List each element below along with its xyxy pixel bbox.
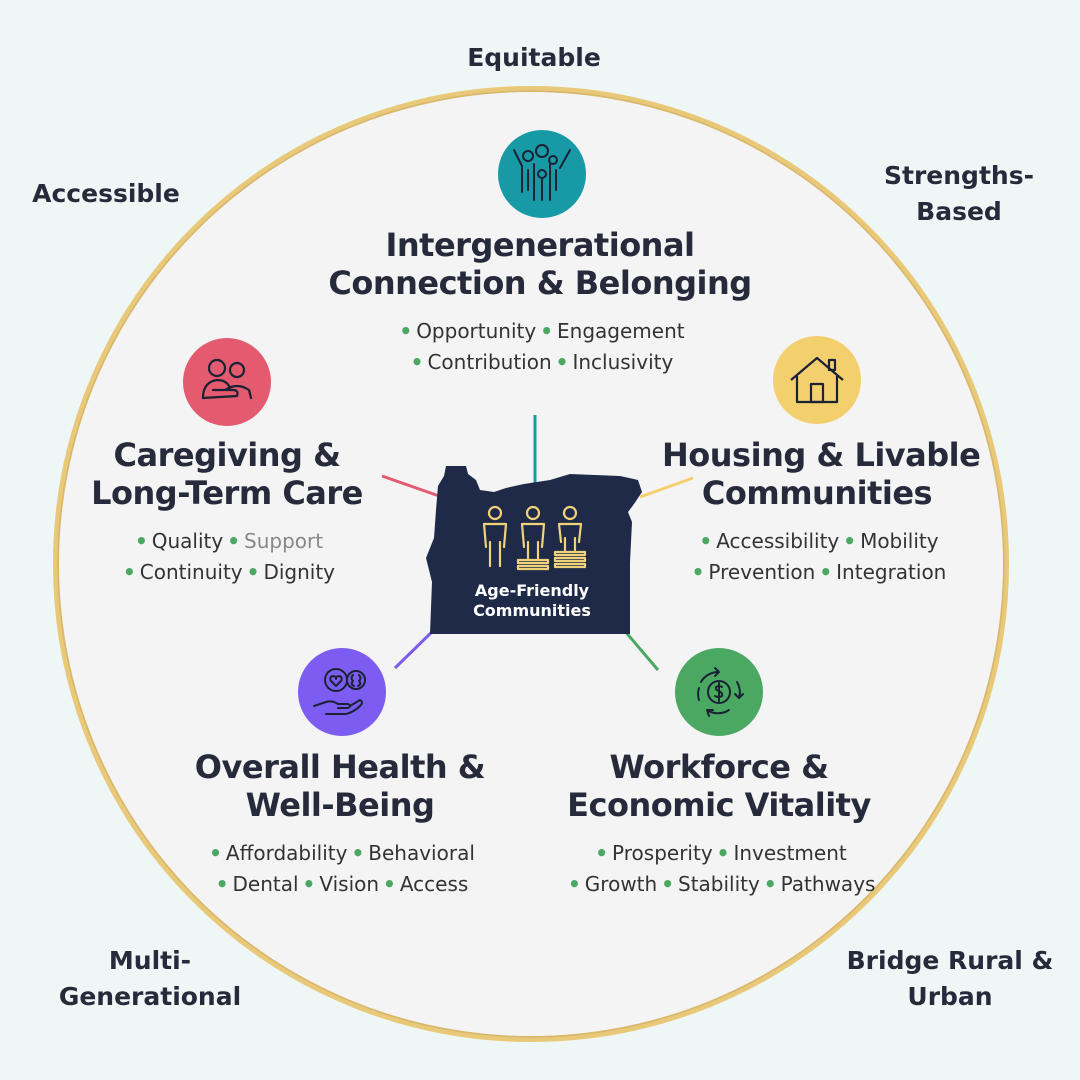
- pillar-workforce: Workforce & Economic Vitality •Prosperit…: [564, 748, 876, 900]
- pillar-title: Workforce & Economic Vitality: [567, 748, 871, 824]
- connector-bottom-right: [622, 629, 660, 671]
- family-group-icon: [498, 130, 586, 218]
- pillar-title: Housing & Livable Communities: [662, 436, 981, 512]
- pillar-title: Overall Health & Well-Being: [194, 748, 486, 824]
- oregon-shape: [426, 466, 642, 634]
- dollar-cycle-icon: [675, 648, 763, 736]
- pillar-housing: Housing & Livable Communities •Accessibi…: [662, 436, 981, 588]
- value-strengths-based: Strengths- Based: [884, 161, 1034, 226]
- pillar-keywords: •Opportunity•Engagement •Contribution•In…: [399, 319, 685, 374]
- hand-heart-brain-icon: [298, 648, 386, 736]
- pillar-caregiving: Caregiving & Long-Term Care •Quality•Sup…: [77, 436, 377, 588]
- caregiver-embrace-icon: [183, 338, 271, 426]
- pillar-title: Caregiving & Long-Term Care: [91, 436, 363, 512]
- connector-bottom-left: [393, 626, 438, 670]
- value-equitable: Equitable: [467, 43, 601, 72]
- connector-left: [381, 474, 443, 499]
- pillar-title: Intergenerational Connection & Belonging: [328, 226, 752, 302]
- pillar-keywords: •Affordability•Behavioral •Dental•Vision…: [209, 841, 475, 896]
- value-multi-generational: Multi- Generational: [58, 946, 242, 1011]
- pillar-keywords: •Prosperity•Investment •Growth•Stability…: [568, 841, 876, 896]
- pillar-keywords: •Quality•Support •Continuity•Dignity: [122, 529, 336, 584]
- pillar-intergenerational: Intergenerational Connection & Belonging…: [290, 226, 790, 378]
- three-people-on-stacks-icon: [482, 505, 587, 571]
- pillar-health: Overall Health & Well-Being •Affordabili…: [190, 748, 490, 900]
- value-accessible: Accessible: [32, 179, 180, 208]
- connector-right: [639, 476, 694, 499]
- house-icon: [773, 336, 861, 424]
- center-label: Age-Friendly Communities: [473, 581, 591, 620]
- value-bridge-rural-urban: Bridge Rural & Urban: [846, 946, 1054, 1011]
- pillar-keywords: •Accessibility•Mobility •Prevention•Inte…: [691, 529, 947, 584]
